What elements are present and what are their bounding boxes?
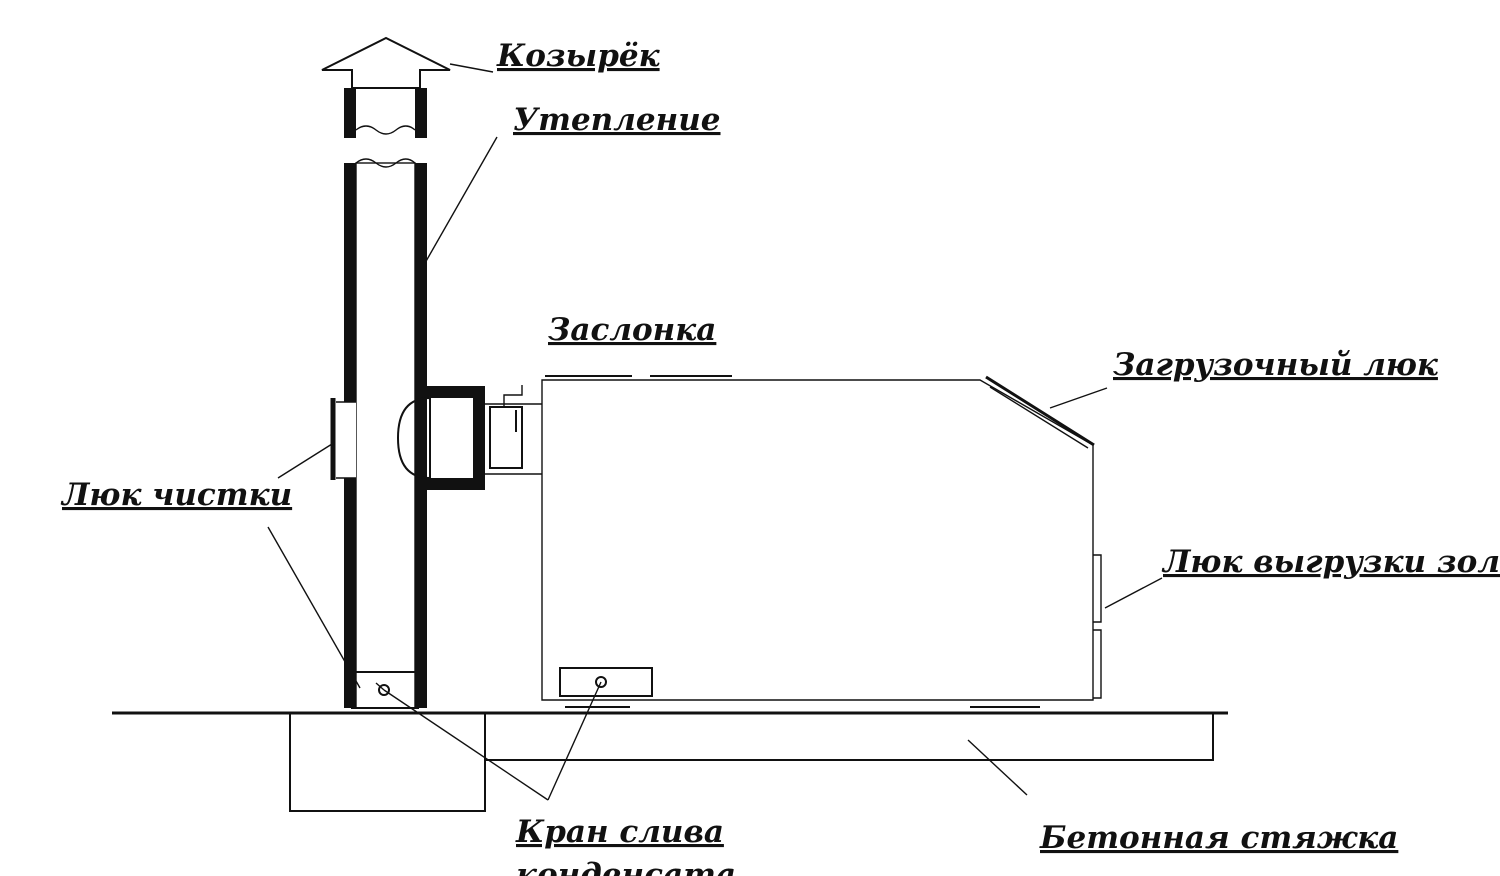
label-cap: Козырёк (496, 38, 661, 74)
damper (489, 385, 523, 469)
boiler (541, 375, 1102, 708)
label-ash-hatch: Люк выгрузки золы (1161, 544, 1500, 580)
label-cleaning-hatch: Люк чистки (60, 477, 292, 513)
leader-lines (267, 63, 1163, 801)
chimney (330, 88, 427, 709)
label-drain-valve: Кран слива (515, 814, 724, 850)
label-damper: Заслонка (548, 312, 716, 348)
concrete-screed (484, 712, 1214, 761)
label-loading-hatch: Загрузочный люк (1113, 347, 1439, 383)
flue-connection (396, 386, 542, 490)
label-concrete-screed: Бетонная стяжка (1039, 820, 1398, 856)
concrete-foundation (289, 712, 486, 812)
loading-hatch-lid (985, 375, 1095, 449)
label-insulation: Утепление (513, 102, 721, 138)
chimney-cap (321, 36, 451, 89)
label-drain-valve-line2: конденсата (516, 857, 736, 876)
